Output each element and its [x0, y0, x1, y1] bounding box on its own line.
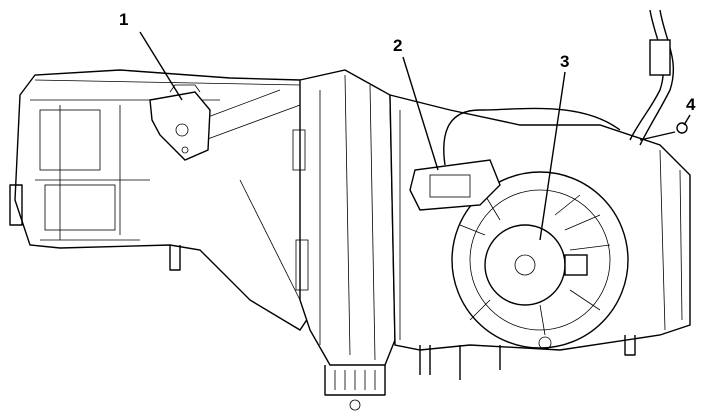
center-housing: [292, 69, 396, 411]
ground-terminal: [676, 122, 688, 134]
callout-3: 3: [560, 52, 570, 71]
mode-door-actuator: [149, 84, 211, 161]
wiring-harness: [629, 9, 676, 146]
blower-motor-resistor: [409, 107, 621, 211]
callout-4: 4: [686, 95, 696, 114]
leader-lines: [139, 31, 691, 241]
blower-housing: [389, 94, 691, 380]
left-housing: [9, 69, 331, 331]
callout-2: 2: [393, 36, 403, 55]
callout-1: 1: [119, 10, 129, 29]
